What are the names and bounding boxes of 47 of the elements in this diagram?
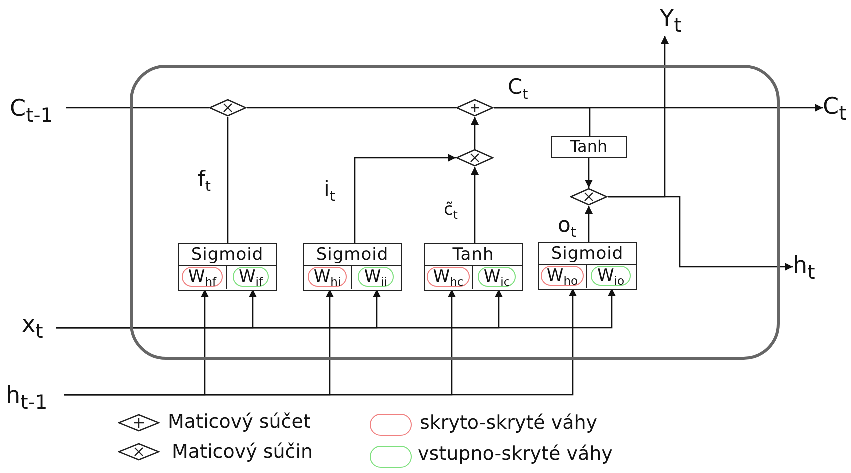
edge-label: i$_{t}$: [323, 177, 336, 201]
arrow: [354, 154, 456, 243]
weight-label: W$_{hc}$: [427, 267, 470, 287]
edge-label: C$_{t}$: [507, 75, 530, 99]
legend-label: Maticový súčin: [172, 440, 314, 464]
arrow: [585, 158, 593, 188]
weight-label: W$_{io}$: [591, 266, 631, 286]
arrow: [64, 288, 577, 396]
arrow: [608, 196, 793, 271]
multiply-operator: [456, 149, 494, 167]
legend-label: Maticový súčet: [168, 410, 311, 434]
activation-label: Tanh: [425, 244, 522, 266]
signal-label: h$_{t}$: [793, 251, 827, 283]
gate-box: [303, 243, 402, 291]
signal-label: C$_{t-1}$: [10, 94, 66, 132]
gate-box: [178, 243, 277, 291]
gate-box: [424, 243, 523, 291]
weight-label: W$_{hi}$: [308, 267, 348, 287]
arrow: [585, 206, 593, 242]
activation-label: Sigmoid: [304, 244, 401, 266]
arrow: [471, 117, 479, 149]
activation-label: Sigmoid: [179, 244, 276, 266]
legend-label: skryto-skryté váhy: [420, 411, 598, 435]
gate-box: [538, 242, 637, 290]
arrow: [471, 167, 479, 243]
cell-boundary: [130, 65, 780, 360]
arrow: [56, 288, 616, 329]
weight-label: W$_{hf}$: [182, 267, 223, 287]
legend-label: vstupno-skryté váhy: [418, 442, 613, 466]
activation-box: Tanh: [551, 136, 627, 158]
edge-label: f$_{t}$: [197, 167, 212, 191]
signal-label: h$_{t-1}$: [6, 381, 64, 419]
activation-label: Sigmoid: [539, 243, 636, 265]
signal-label: C$_{t}$: [823, 92, 851, 126]
weight-label: W$_{ho}$: [540, 266, 584, 286]
weight-label: W$_{ic}$: [478, 267, 516, 287]
weight-label: W$_{if}$: [232, 267, 270, 287]
connector-line: [247, 107, 456, 109]
connector-line: [227, 117, 229, 243]
weight-label: W$_{ii}$: [358, 267, 394, 287]
multiply-operator: [209, 99, 247, 117]
connector-line: [66, 107, 209, 109]
add-operator: [456, 99, 494, 117]
signal-label: Y$_{t}$: [660, 4, 700, 36]
signal-label: x$_{t}$: [22, 310, 56, 342]
connector-line: [494, 107, 591, 136]
multiply-operator: [570, 188, 608, 206]
